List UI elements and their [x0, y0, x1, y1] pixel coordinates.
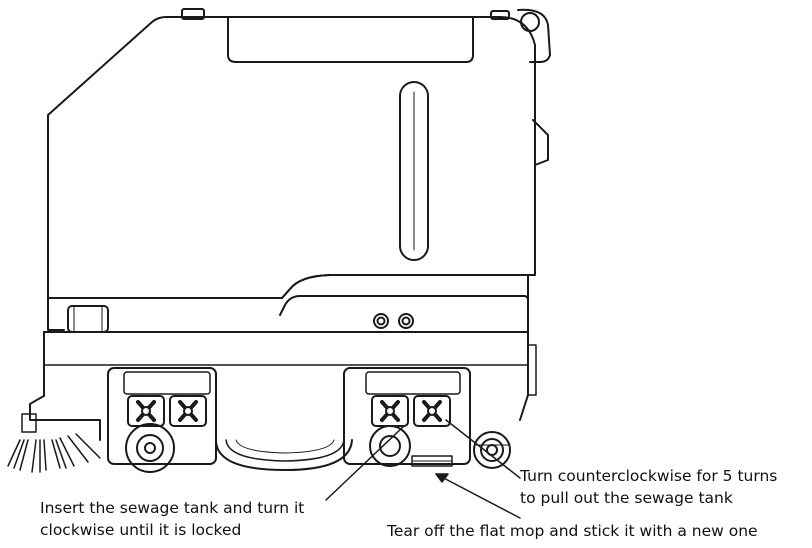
- front-mop-module: [107, 367, 217, 473]
- sewage-tank-insert-line1: Insert the sewage tank and turn it: [40, 499, 305, 517]
- sewage-tank-removal-callout: Turn counterclockwise for 5 turns to pul…: [520, 465, 777, 509]
- lower-chassis: [29, 274, 537, 441]
- sewage-tank-removal-line1: Turn counterclockwise for 5 turns: [520, 467, 778, 485]
- leader-lines: [325, 419, 521, 519]
- rear-hose-fitting: [517, 8, 551, 166]
- side-brush: [7, 413, 101, 473]
- rear-mop-module: [343, 367, 471, 467]
- rear-caster: [473, 431, 511, 469]
- mop-replacement-line1: Tear off the flat mop and stick it with …: [387, 522, 758, 540]
- sewage-tank-insert-line2: clockwise until it is locked: [40, 521, 242, 539]
- sewage-tank-removal-line2: to pull out the sewage tank: [520, 489, 733, 507]
- mop-replacement-callout: Tear off the flat mop and stick it with …: [387, 520, 758, 542]
- sewage-tank-insert-callout: Insert the sewage tank and turn it clock…: [40, 497, 304, 541]
- upper-housing: [47, 8, 536, 299]
- drive-wheel: [215, 439, 353, 471]
